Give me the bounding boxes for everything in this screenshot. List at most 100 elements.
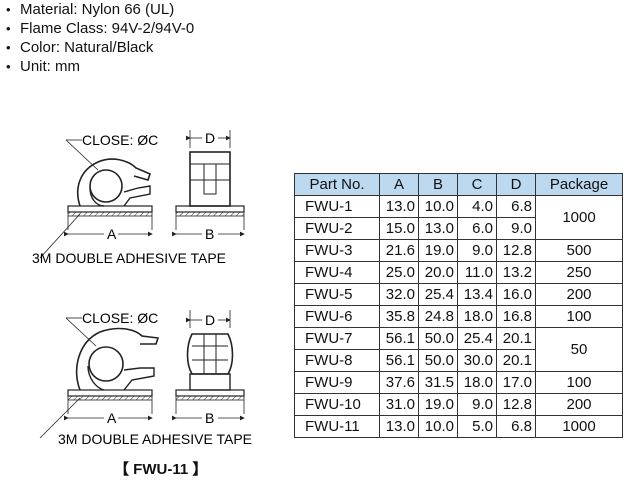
model-caption: 【 FWU-11 】 — [114, 461, 208, 478]
c-cell: 18.0 — [457, 371, 497, 394]
d-cell: 13.2 — [496, 261, 536, 284]
b-cell: 31.5 — [418, 371, 458, 394]
side-view-clip — [39, 317, 160, 439]
spec-list: •Material: Nylon 66 (UL) •Flame Class: 9… — [6, 0, 194, 76]
table-row: FWU-1 13.0 10.0 4.0 6.8 1000 — [294, 195, 623, 240]
part-no-cell: FWU-11 — [294, 415, 380, 438]
b-cell: 13.0 — [418, 217, 458, 240]
package-cell: 100 — [535, 371, 623, 394]
c-cell: 11.0 — [457, 261, 497, 284]
column-header-c: C — [457, 173, 497, 196]
package-cell: 1000 — [535, 415, 623, 438]
a-cell: 32.0 — [379, 283, 419, 306]
dimension-a-label: A — [107, 226, 117, 242]
d-cell: 12.8 — [496, 393, 536, 416]
table-row: FWU-6 35.8 24.8 18.0 16.8 100 — [294, 305, 623, 328]
b-cell: 50.0 — [418, 349, 458, 372]
dimension-d-label: D — [205, 130, 215, 146]
adhesive-tape-label: 3M DOUBLE ADHESIVE TAPE — [58, 431, 252, 447]
a-cell: 13.0 — [379, 195, 419, 218]
table-row: FWU-8 56.1 50.0 30.0 20.1 — [294, 349, 623, 372]
b-cell: 24.8 — [418, 305, 458, 328]
package-cell: 200 — [535, 283, 623, 306]
table-row: FWU-9 37.6 31.5 18.0 17.0 100 — [294, 371, 623, 394]
table-row: FWU-3 21.6 19.0 9.0 12.8 500 — [294, 239, 623, 262]
package-cell: 50 — [535, 327, 623, 372]
clip-diagram-fwu-11: CLOSE: ØC A D B 3M DOUBLE ADHESIVE TAPE — [0, 298, 290, 463]
c-cell: 18.0 — [457, 305, 497, 328]
close-diameter-label: CLOSE: ØC — [82, 132, 158, 148]
dimension-a-label: A — [107, 410, 117, 426]
c-cell: 4.0 — [457, 195, 497, 218]
d-cell: 9.0 — [496, 217, 536, 240]
part-no-cell: FWU-9 — [294, 371, 380, 394]
a-cell: 31.0 — [379, 393, 419, 416]
dimension-b-label: B — [205, 410, 214, 426]
a-cell: 56.1 — [379, 327, 419, 350]
part-no-cell: FWU-8 — [294, 349, 380, 372]
part-no-cell: FWU-7 — [294, 327, 380, 350]
table-row: FWU-11 13.0 10.0 5.0 6.8 1000 — [294, 415, 623, 438]
table-header-row: Part No. A B C D Package — [294, 173, 623, 196]
spec-flame-class: •Flame Class: 94V-2/94V-0 — [6, 20, 195, 37]
column-header-part-no: Part No. — [294, 173, 380, 196]
column-header-package: Package — [535, 173, 623, 196]
table-row: FWU-10 31.0 19.0 9.0 12.8 200 — [294, 393, 623, 416]
adhesive-tape-label: 3M DOUBLE ADHESIVE TAPE — [32, 250, 226, 266]
package-cell: 500 — [535, 239, 623, 262]
spec-color: •Color: Natural/Black — [6, 39, 154, 56]
d-cell: 17.0 — [496, 371, 536, 394]
front-view-clip — [172, 130, 245, 237]
b-cell: 19.0 — [418, 393, 458, 416]
column-header-a: A — [379, 173, 419, 196]
b-cell: 10.0 — [418, 415, 458, 438]
package-cell: 250 — [535, 261, 623, 284]
package-cell: 1000 — [535, 195, 623, 240]
b-cell: 19.0 — [418, 239, 458, 262]
d-cell: 16.0 — [496, 283, 536, 306]
a-cell: 13.0 — [379, 415, 419, 438]
c-cell: 30.0 — [457, 349, 497, 372]
clip-diagram-standard: CLOSE: ØC A D B 3M DOUBLE ADHESIVE TAPE — [0, 118, 290, 283]
part-no-cell: FWU-6 — [294, 305, 380, 328]
table-row: FWU-7 56.1 50.0 25.4 20.1 50 — [294, 327, 623, 372]
a-cell: 56.1 — [379, 349, 419, 372]
c-cell: 25.4 — [457, 327, 497, 350]
dimension-d-label: D — [205, 312, 215, 328]
b-cell: 20.0 — [418, 261, 458, 284]
a-cell: 25.0 — [379, 261, 419, 284]
part-no-cell: FWU-2 — [294, 217, 380, 240]
table-row: FWU-2 15.0 13.0 6.0 9.0 — [294, 217, 623, 240]
a-cell: 37.6 — [379, 371, 419, 394]
package-cell: 100 — [535, 305, 623, 328]
c-cell: 6.0 — [457, 217, 497, 240]
c-cell: 9.0 — [457, 393, 497, 416]
d-cell: 20.1 — [496, 327, 536, 350]
d-cell: 20.1 — [496, 349, 536, 372]
d-cell: 12.8 — [496, 239, 536, 262]
d-cell: 6.8 — [496, 415, 536, 438]
b-cell: 50.0 — [418, 327, 458, 350]
column-header-d: D — [496, 173, 536, 196]
c-cell: 5.0 — [457, 415, 497, 438]
b-cell: 10.0 — [418, 195, 458, 218]
a-cell: 21.6 — [379, 239, 419, 262]
parts-table: Part No. A B C D Package FWU-1 13.0 10.0… — [294, 173, 623, 438]
a-cell: 15.0 — [379, 217, 419, 240]
close-diameter-label: CLOSE: ØC — [82, 310, 158, 326]
part-no-cell: FWU-3 — [294, 239, 380, 262]
dimension-b-label: B — [205, 226, 214, 242]
part-no-cell: FWU-1 — [294, 195, 380, 218]
part-no-cell: FWU-5 — [294, 283, 380, 306]
d-cell: 6.8 — [496, 195, 536, 218]
front-view-clip — [172, 310, 245, 421]
side-view-clip — [39, 139, 153, 259]
c-cell: 9.0 — [457, 239, 497, 262]
table-row: FWU-5 32.0 25.4 13.4 16.0 200 — [294, 283, 623, 306]
column-header-b: B — [418, 173, 458, 196]
part-no-cell: FWU-4 — [294, 261, 380, 284]
package-cell: 200 — [535, 393, 623, 416]
table-row: FWU-4 25.0 20.0 11.0 13.2 250 — [294, 261, 623, 284]
c-cell: 13.4 — [457, 283, 497, 306]
b-cell: 25.4 — [418, 283, 458, 306]
